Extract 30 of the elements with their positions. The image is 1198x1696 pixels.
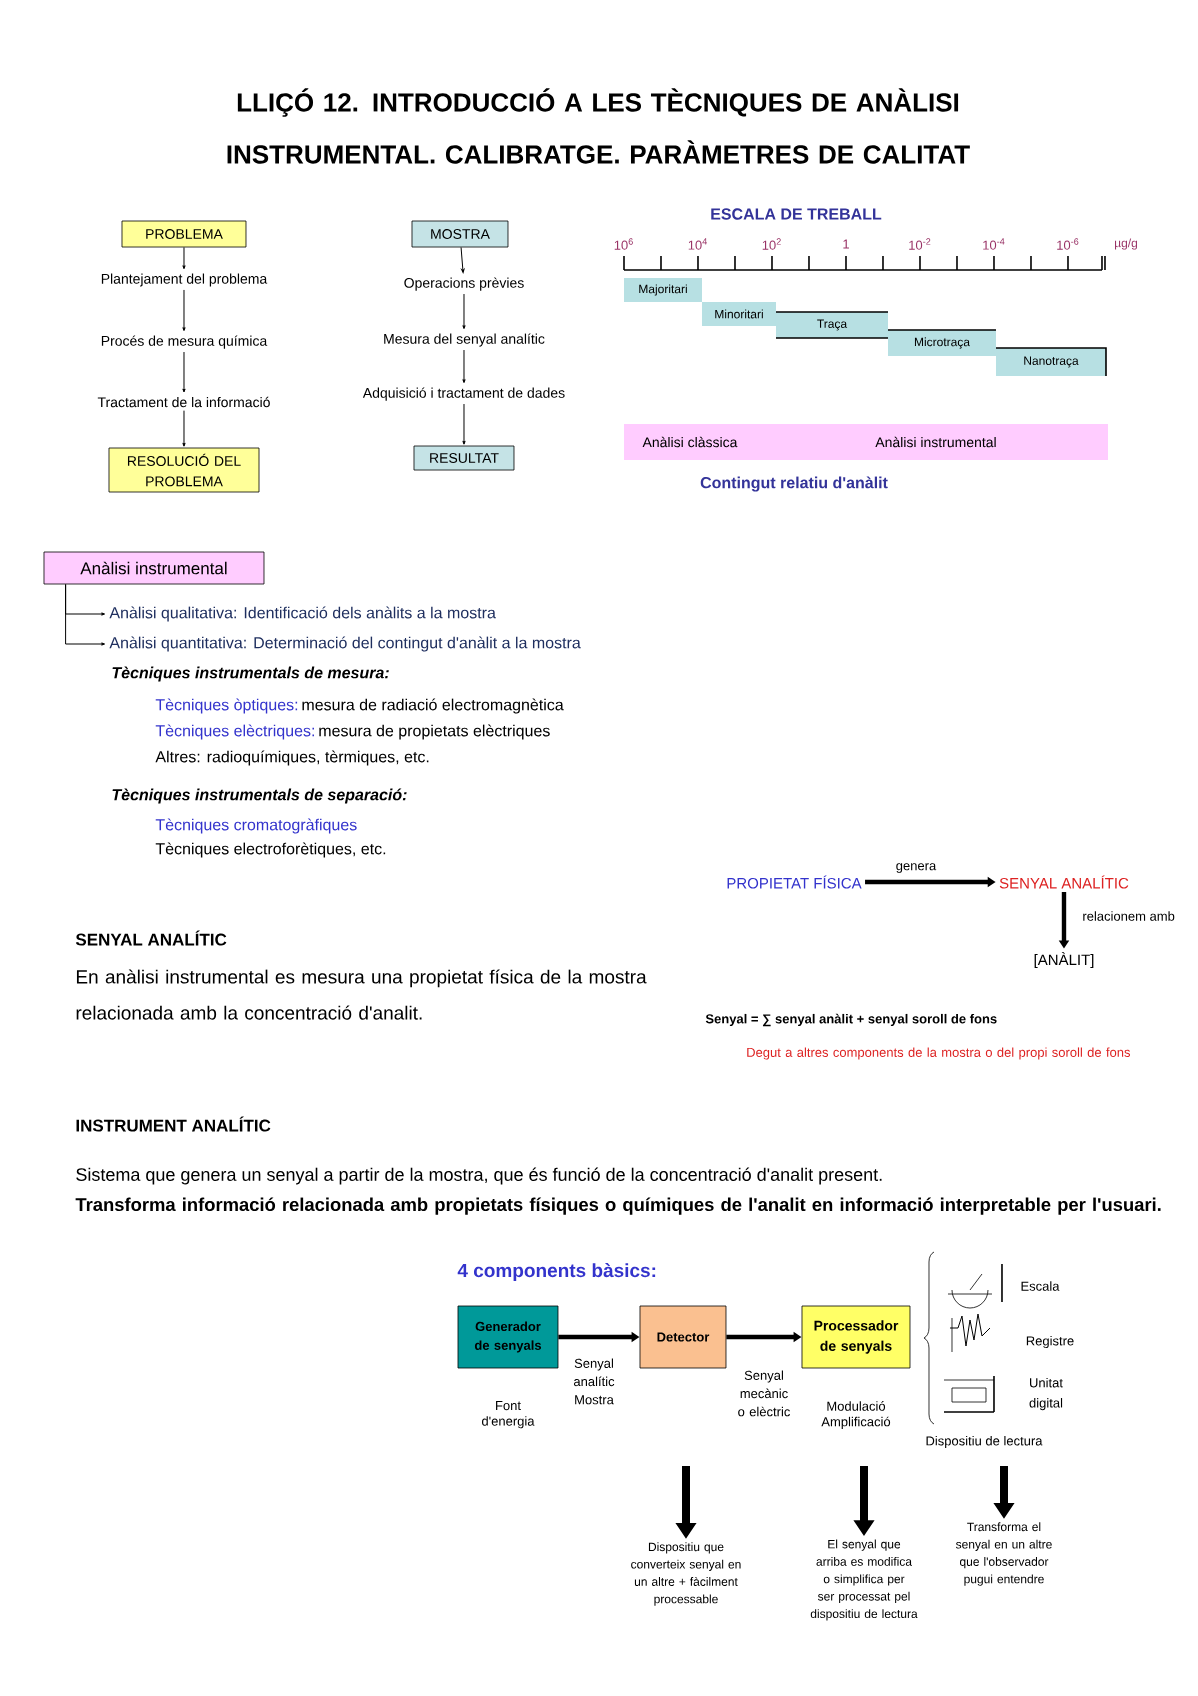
scale-title: ESCALA DE TREBALL [711,208,882,220]
subheading: 4 components bàsics: [457,1263,656,1281]
technique-name: Tècniques cromatogràfiques [155,818,357,834]
arrow [182,289,186,332]
arrow [462,293,466,330]
technique-text: Tècniques electroforètiques, etc. [155,842,386,858]
technique-text: mesura de propietats elèctriques [319,724,550,740]
subheading: Tècniques instrumentals de mesura: [112,666,389,682]
paragraph: Transforma informació relacionada amb propietats físiques o químiques de l'analit en informació interpretable per l'usuari. [75,1197,1161,1215]
arrow [182,410,186,447]
title: LLIÇÓ 12. INTRODUCCIÓ A LES TÈCNIQUES DE ANÀLISI INSTRUMENTAL. CALIBRATGE. PARÀMETRES DE CALITAT [227,88,970,164]
section-heading: INSTRUMENT ANALÍTIC [76,1116,271,1132]
subheading: Tècniques instrumentals de separació: [112,788,407,804]
arrow [182,246,186,270]
section-heading: SENYAL ANALÍTIC [75,930,227,946]
arrow [462,403,466,445]
axis-title: Contingut relatiu d'anàlit [700,476,888,492]
technique-text: Altres: radioquímiques, tèrmiques, etc. [155,750,429,766]
arrow [460,246,465,274]
technique-name: Tècniques òptiques: [155,698,298,714]
branch-text: Anàlisi qualitativa: Identificació dels anàlits a la mostra [109,606,496,622]
section-box: Anàlisi instrumental [43,551,265,585]
technique-name: Tècniques elèctriques: [155,724,314,740]
arrow [462,349,466,384]
arrow [65,583,106,646]
paragraph: Sistema que genera un senyal a partir de la mostra, que és funció de la concentració d'analit present. [76,1167,882,1185]
branch-text: Anàlisi quantitativa: Determinació del contingut d'anàlit a la mostra [109,636,581,652]
arrow [182,351,186,393]
technique-text: mesura de radiació electromagnètica [302,698,564,714]
paragraph: En anàlisi instrumental es mesura una propietat física de la mostra relacionada amb la concentració d'analit. [76,969,647,1020]
